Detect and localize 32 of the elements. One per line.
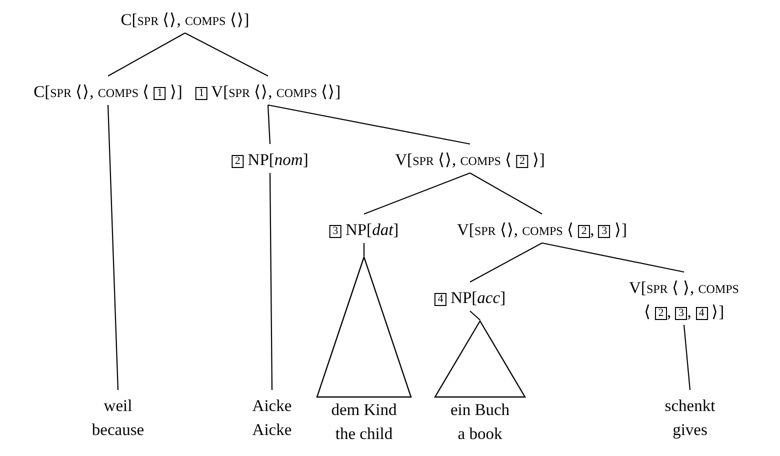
tree-branch — [267, 104, 271, 144]
gloss-label: gives — [672, 419, 708, 441]
tree-branch — [470, 310, 480, 320]
category-label: V[spr ⟨⟩, comps ⟨ 2 ⟩] — [395, 149, 545, 171]
tree-branch — [683, 324, 691, 390]
tree-branch — [364, 172, 470, 215]
category-label: C[spr ⟨⟩, comps ⟨ 1 ⟩] — [34, 81, 182, 103]
category-label: V[spr ⟨ ⟩, comps ⟨ 2, 3, 4 ⟩] — [628, 277, 740, 323]
tree-branch — [184, 32, 268, 76]
gloss-label: the child — [334, 423, 394, 445]
tree-branch — [108, 32, 186, 76]
tree-branch — [470, 172, 542, 214]
word-label: ein Buch — [449, 399, 511, 421]
tree-branch — [269, 173, 273, 390]
word-label: Aicke — [252, 395, 292, 417]
category-label: 3 NP[dat] — [329, 218, 399, 242]
tree-branch — [542, 242, 684, 273]
tree-branch — [268, 104, 470, 145]
category-label: V[spr ⟨⟩, comps ⟨ 2, 3 ⟩] — [457, 219, 627, 241]
tree-branch — [470, 242, 542, 282]
word-label: weil — [102, 395, 134, 417]
word-label: schenkt — [664, 395, 716, 417]
gloss-label: because — [92, 419, 144, 441]
tree-branch — [363, 243, 365, 256]
category-label: 4 NP[acc] — [434, 286, 506, 310]
gloss-label: Aicke — [252, 419, 292, 441]
category-label: 1 V[spr ⟨⟩, comps ⟨⟩] — [195, 80, 341, 104]
tree-branch — [107, 104, 119, 390]
gloss-label: a book — [456, 423, 504, 445]
category-label: C[spr ⟨⟩, comps ⟨⟩] — [120, 9, 250, 31]
word-label: dem Kind — [330, 399, 398, 421]
category-label: 2 NP[nom] — [232, 148, 308, 172]
